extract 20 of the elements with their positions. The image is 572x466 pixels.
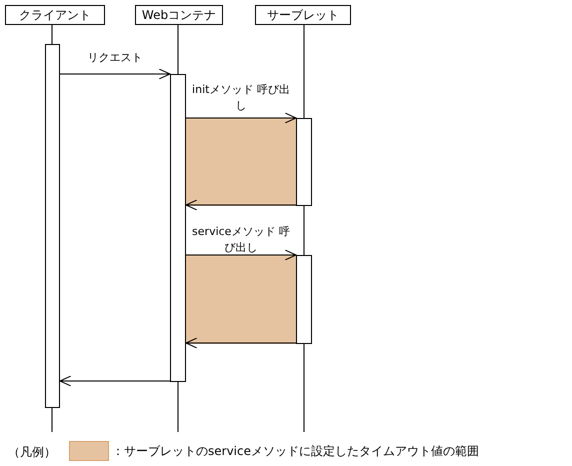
message-label: initメソッド 呼び出し [191,82,291,114]
legend-text: ：サーブレットのserviceメソッドに設定したタイムアウト値の範囲 [112,443,479,459]
participant-box: サーブレット [255,5,351,25]
timeout-range-area [186,255,296,344]
message-arrow [186,338,296,348]
message-arrow [186,112,296,124]
participant-box: Webコンテナ [135,5,223,25]
legend-heading: （凡例） [8,444,56,460]
activation-bar [170,74,186,382]
message-label: リクエスト [86,50,144,66]
message-label: serviceメソッド 呼び出し [191,224,291,256]
message-arrow [186,250,296,260]
timeout-range-area [186,118,296,206]
message-arrow [60,68,170,80]
message-arrow [186,200,296,210]
activation-bar [296,255,312,344]
activation-bar [45,44,60,408]
message-arrow [60,376,170,386]
participant-box: クライアント [5,5,105,25]
activation-bar [296,118,312,206]
